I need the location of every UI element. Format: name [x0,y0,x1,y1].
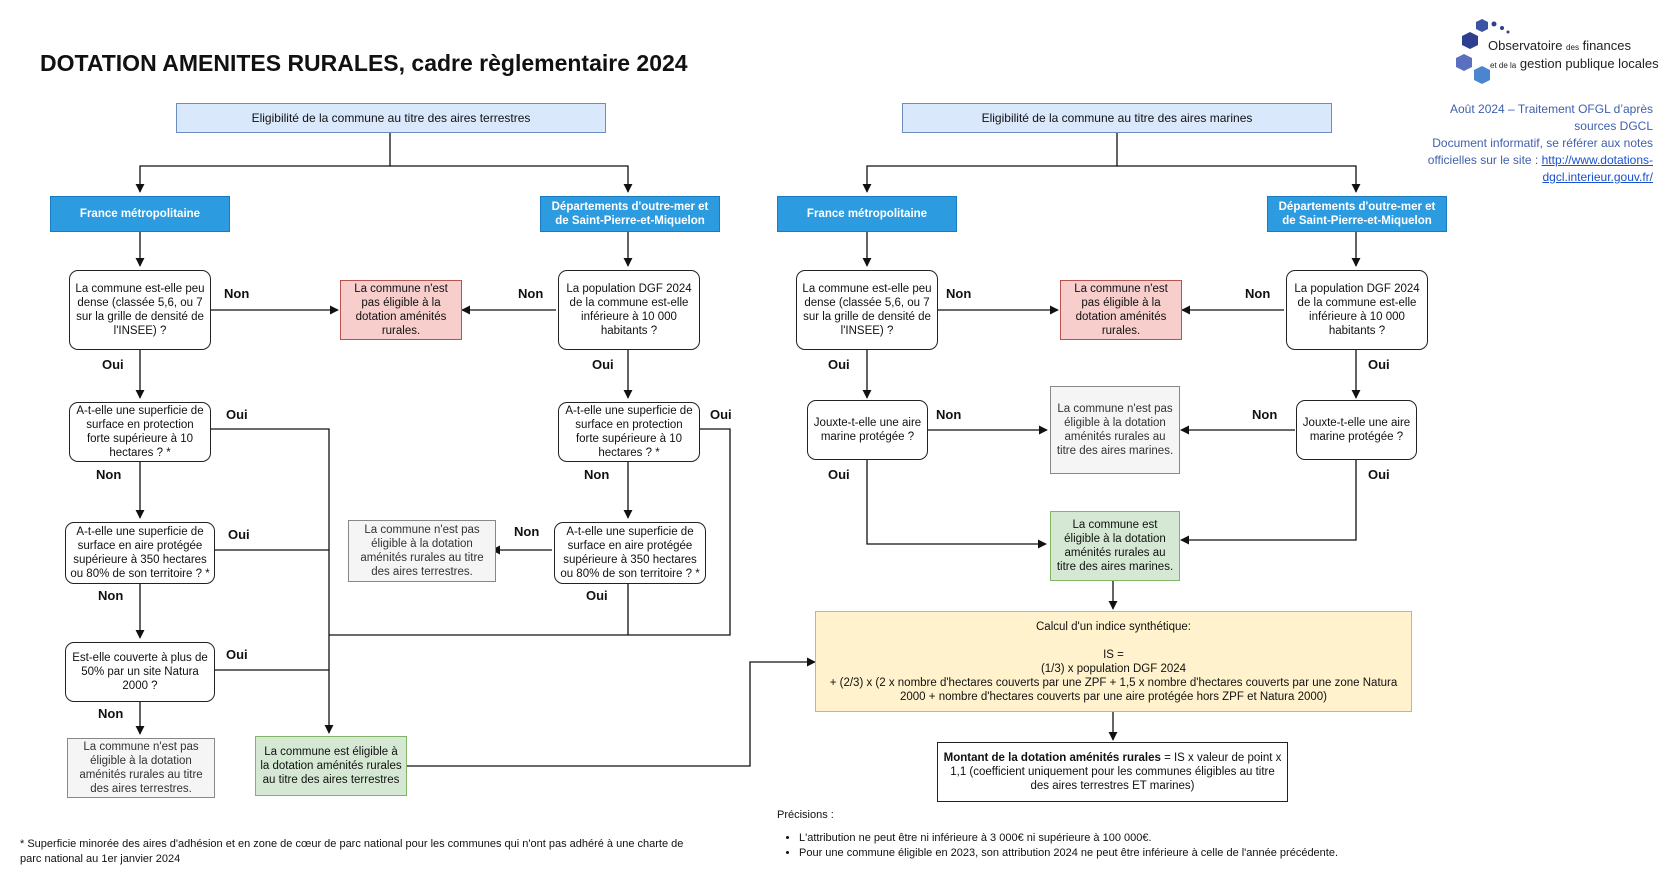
lbl-terr-m-aire-non: Non [98,588,124,603]
calc-line2: IS = [1103,648,1124,661]
logo-line2: gestion publique locales [1519,56,1659,71]
not-eligible-terr-dom: La commune n'est pas éligible à la dotat… [348,520,496,582]
lbl-terr-m-prot-non: Non [96,467,122,482]
source-note: Août 2024 – Traitement OFGL d’après sour… [1390,101,1653,186]
calc-line1: Calcul d'un indice synthétique: [1036,620,1191,633]
source-line1: Août 2024 – Traitement OFGL d’après [1450,102,1653,116]
precision-item: Pour une commune éligible en 2023, son a… [799,846,1497,861]
logo-line1: Observatoire [1488,38,1563,53]
q-terr-population: La population DGF 2024 de la commune est… [558,270,700,350]
lbl-terr-m-densite-non: Non [224,286,250,301]
q-terr-m-protection: A-t-elle une superficie de surface en pr… [69,402,211,462]
precisions: Précisions : L'attribution ne peut être … [777,808,1497,861]
lbl-terr-d-aire-oui: Oui [586,588,608,603]
not-eligible-terr: La commune n'est pas éligible à la dotat… [340,280,462,340]
not-eligible-terr-metro: La commune n'est pas éligible à la dotat… [67,738,215,798]
lbl-mar-d-pop-non: Non [1245,286,1271,301]
montant-bold: Montant de la dotation aménités rurales [943,752,1161,764]
region-mar-dom: Départements d'outre-mer et de Saint-Pie… [1267,196,1447,232]
q-mar-population: La population DGF 2024 de la commune est… [1286,270,1428,350]
lbl-terr-d-aire-non: Non [514,524,540,539]
region-terr-metro: France métropolitaine [50,196,230,232]
edge-terr-d-prot-oui [329,428,731,636]
lbl-mar-m-densite-oui: Oui [828,357,850,372]
calc-line4: + (2/3) x (2 x nombre d'hectares couvert… [829,676,1398,703]
eligible-marine: La commune est éligible à la dotation am… [1050,511,1180,581]
logo-text: Observatoire des finances et de la gesti… [1488,38,1659,74]
page-title: DOTATION AMENITES RURALES, cadre règleme… [40,50,688,76]
edge-mar-d-oui [1180,460,1357,545]
source-line4: officielles sur le site : [1427,153,1539,167]
logo-et-de-la: et de la [1490,61,1517,70]
lbl-terr-d-prot-non: Non [584,467,610,482]
not-eligible-mar: La commune n'est pas éligible à la dotat… [1060,280,1182,340]
header-marine: Eligibilité de la commune au titre des a… [902,103,1332,133]
edge-terr-split [135,133,391,193]
lbl-mar-m-densite-non: Non [946,286,972,301]
calc-line3: (1/3) x population DGF 2024 [1040,662,1187,675]
montant-dotation: Montant de la dotation aménités rurales … [937,742,1288,802]
lbl-mar-d-oui: Oui [1368,467,1390,482]
q-terr-d-aire: A-t-elle une superficie de surface en ai… [554,522,706,584]
q-terr-natura: Est-elle couverte à plus de 50% par un s… [65,642,215,702]
region-terr-dom: Départements d'outre-mer et de Saint-Pie… [540,196,720,232]
logo-des: des [1566,43,1579,52]
source-link[interactable]: http://www.dotations- [1541,153,1653,167]
lbl-mar-d-pop-oui: Oui [1368,357,1390,372]
lbl-terr-d-prot-oui: Oui [710,407,732,422]
q-mar-d-aire: Jouxte-t-elle une aire marine protégée ? [1296,400,1417,460]
source-link-cont[interactable]: dgcl.interieur.gouv.fr/ [1542,170,1653,184]
precision-item: L'attribution ne peut être ni inférieure… [799,831,1497,846]
q-mar-m-aire: Jouxte-t-elle une aire marine protégée ? [807,400,928,460]
edge-terr-m-prot-oui [209,428,334,734]
calc-indice: Calcul d'un indice synthétique: IS = (1/… [815,611,1412,712]
header-terrestre: Eligibilité de la commune au titre des a… [176,103,606,133]
lbl-terr-m-aire-oui: Oui [228,527,250,542]
edge-mar-split-dom [1117,165,1361,193]
lbl-terr-m-densite-oui: Oui [102,357,124,372]
footnote: * Superficie minorée des aires d'adhésio… [20,838,684,865]
lbl-terr-m-natura-non: Non [98,706,124,721]
q-terr-densite: La commune est-elle peu dense (classée 5… [69,270,211,350]
q-terr-m-aire: A-t-elle une superficie de surface en ai… [65,522,215,584]
montant-rest: = IS x valeur de point x 1,1 (coefficien… [950,752,1282,792]
lbl-terr-d-pop-non: Non [518,286,544,301]
lbl-mar-d-non: Non [1252,407,1278,422]
edge-mar-split [862,133,1118,193]
edge-terr-split-dom [390,165,633,193]
edge-terr-to-calc [406,657,816,767]
lbl-mar-m-oui: Oui [828,467,850,482]
lbl-terr-m-natura-oui: Oui [226,647,248,662]
source-line2: sources DGCL [1574,119,1653,133]
edge-mar-m-oui [866,460,1047,549]
region-mar-metro: France métropolitaine [777,196,957,232]
q-terr-d-protection: A-t-elle une superficie de surface en pr… [558,402,700,462]
lbl-mar-m-non: Non [936,407,962,422]
lbl-terr-d-pop-oui: Oui [592,357,614,372]
logo-finances: finances [1582,38,1631,53]
not-eligible-marine: La commune n'est pas éligible à la dotat… [1050,386,1180,474]
ofgl-logo-icon [1456,19,1510,84]
lbl-terr-m-prot-oui: Oui [226,407,248,422]
source-line3: Document informatif, se référer aux note… [1432,136,1653,150]
precisions-title: Précisions : [777,809,834,821]
eligible-terrestre: La commune est éligible à la dotation am… [255,736,407,796]
q-mar-densite: La commune est-elle peu dense (classée 5… [796,270,938,350]
